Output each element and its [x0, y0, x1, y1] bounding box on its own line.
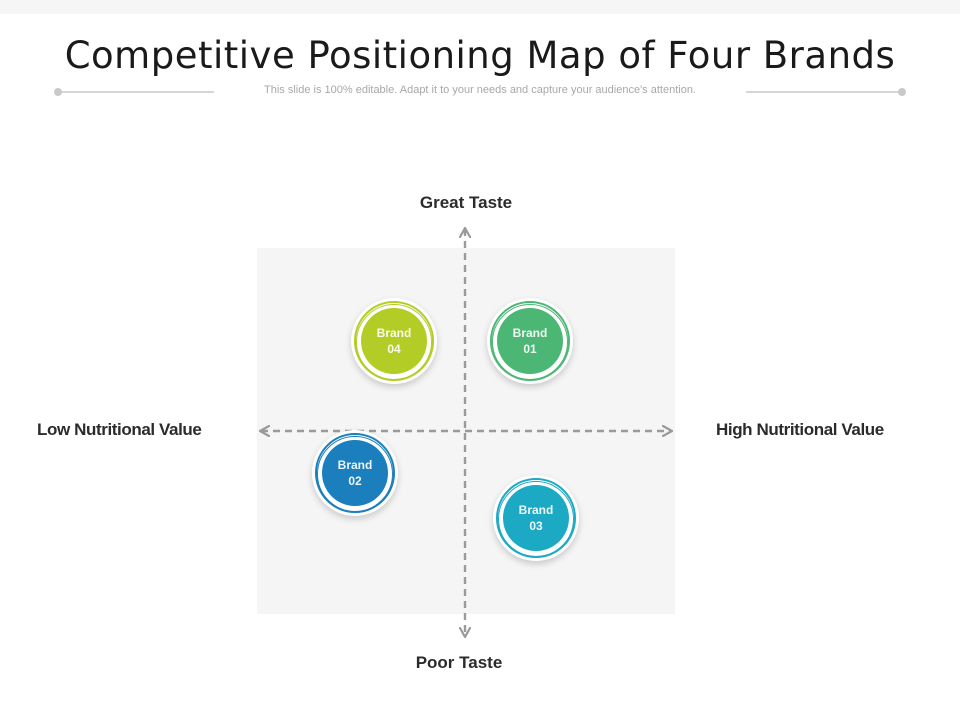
brand-02-number: 02	[348, 474, 362, 488]
brand-03-bubble: Brand 03	[493, 475, 579, 561]
divider-dot-right	[898, 88, 906, 96]
divider-left	[58, 91, 214, 93]
divider-dot-left	[54, 88, 62, 96]
slide-subtitle: This slide is 100% editable. Adapt it to…	[264, 84, 696, 96]
axis-label-poor-taste: Poor Taste	[415, 653, 503, 672]
axis-label-high-nutritional-value: High Nutritional Value	[716, 420, 884, 439]
brand-01-label: Brand	[512, 326, 548, 340]
axis-label-great-taste: Great Taste	[419, 193, 513, 212]
brand-03-label: Brand	[518, 503, 554, 517]
axis-label-low-nutritional-value: Low Nutritional Value	[37, 420, 202, 439]
brand-02-bubble: Brand 02	[312, 430, 398, 516]
slide-title: Competitive Positioning Map of Four Bran…	[64, 34, 896, 77]
brand-04-bubble: Brand 04	[351, 298, 437, 384]
divider-right	[746, 91, 902, 93]
brand-04-number: 04	[387, 342, 401, 356]
subtitle-row: This slide is 100% editable. Adapt it to…	[0, 84, 960, 100]
brand-03-number: 03	[529, 519, 543, 533]
brand-04-label: Brand	[376, 326, 412, 340]
brand-02-label: Brand	[337, 458, 373, 472]
brand-01-bubble: Brand 01	[487, 298, 573, 384]
top-strip	[0, 0, 960, 14]
brand-01-number: 01	[523, 342, 537, 356]
